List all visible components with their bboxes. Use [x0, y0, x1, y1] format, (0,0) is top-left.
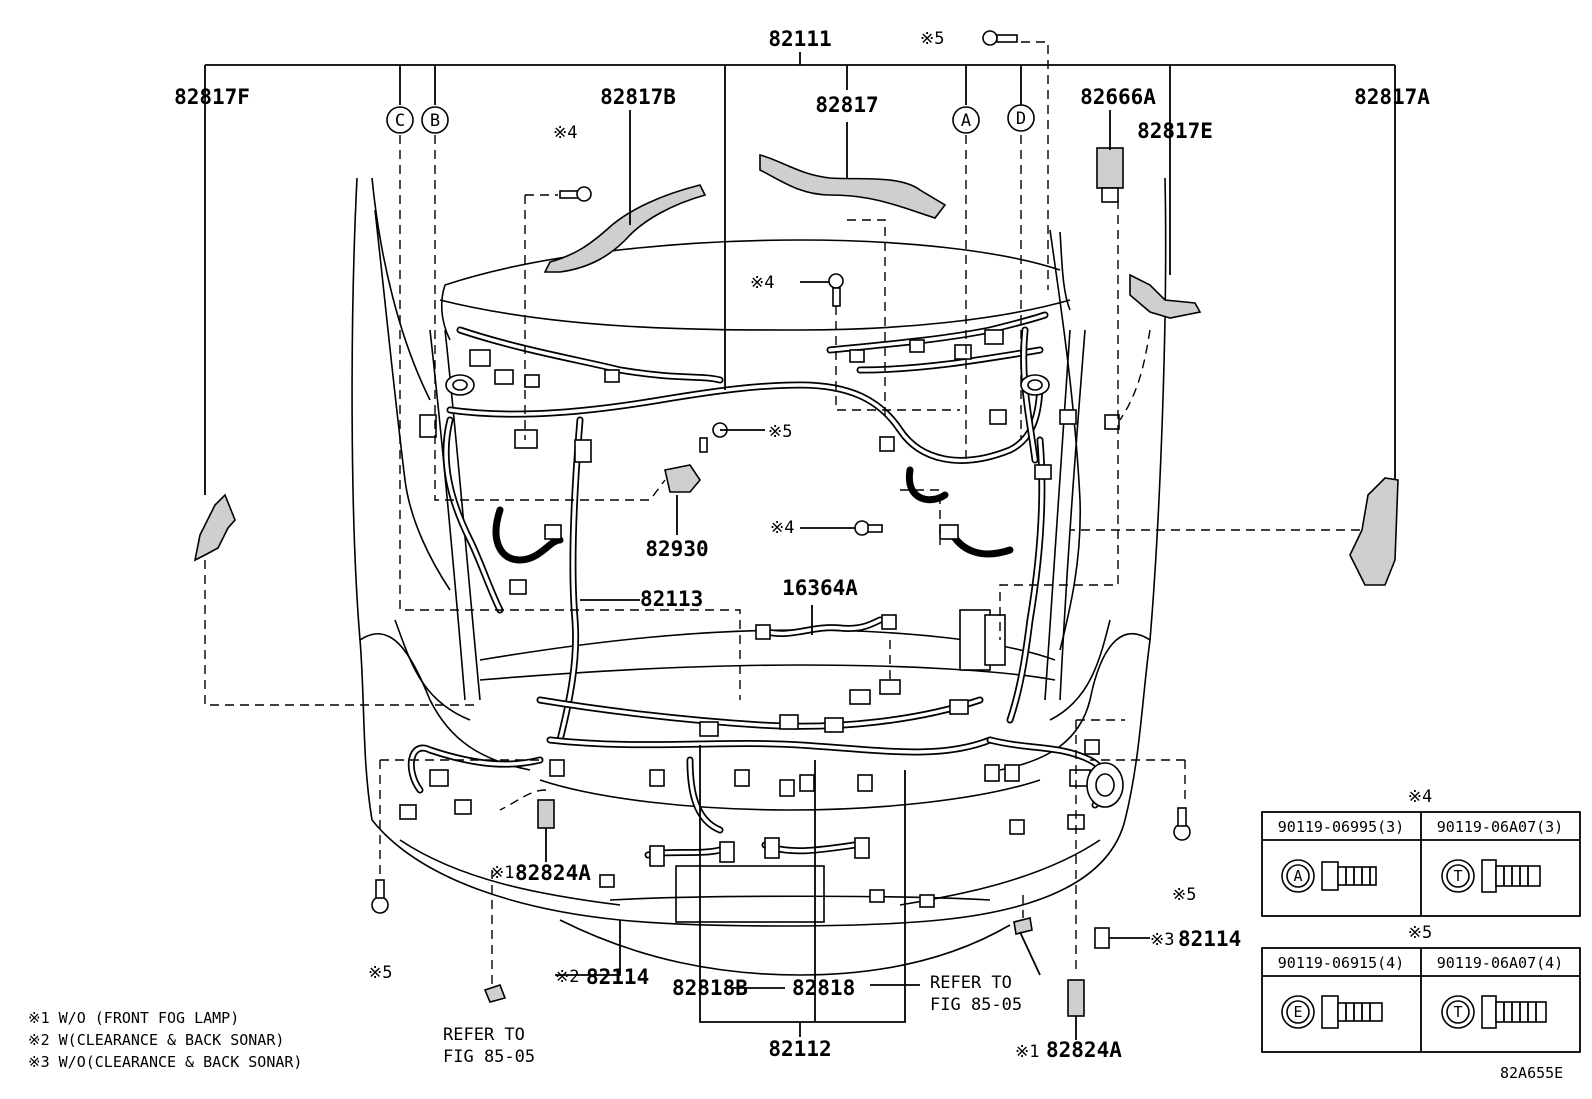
bolt-center-5 — [699, 422, 728, 453]
vehicle-body-outline — [351, 177, 1167, 976]
refer-right-line1: REFER TO — [930, 973, 1012, 993]
label-82817A: 82817A — [1354, 85, 1430, 109]
bolt-lowright-5 — [1173, 807, 1191, 841]
refer-left-line2: FIG 85-05 — [443, 1047, 535, 1067]
circle-C: C — [395, 111, 405, 131]
part-82817E-clamp — [1129, 273, 1202, 319]
bolt-a-icon: A — [1281, 859, 1377, 893]
label-82817F: 82817F — [174, 85, 250, 109]
label-82818B: 82818B — [672, 976, 748, 1000]
svg-text:A: A — [1293, 867, 1302, 885]
mark-4-mid: ※4 — [770, 518, 794, 538]
footnotes: ※1 W/O (FRONT FOG LAMP) ※2 W(CLEARANCE &… — [28, 1009, 302, 1071]
footnote-3: ※3 W/O(CLEARANCE & BACK SONAR) — [28, 1053, 302, 1071]
label-82114-right: 82114 — [1178, 927, 1241, 951]
label-82817E: 82817E — [1137, 119, 1213, 143]
bolt-table-4-header-1: 90119-06995(3) — [1278, 818, 1404, 836]
mark-5-lowleft: ※5 — [368, 963, 392, 983]
mark-2: ※2 — [555, 967, 579, 987]
bolt-e-icon: E — [1281, 995, 1383, 1029]
refer-right-line2: FIG 85-05 — [930, 995, 1022, 1015]
bolt-left-4 — [559, 186, 592, 202]
part-82817B-protector — [543, 184, 707, 273]
bolt-lowleft-5 — [371, 879, 389, 914]
mark-5-center: ※5 — [768, 422, 792, 442]
separate-parts — [193, 147, 1399, 1017]
bolt-table-5: ※5 90119-06915(4) 90119-06A07(4) E T — [1261, 923, 1581, 1053]
label-82930: 82930 — [645, 537, 708, 561]
footnote-2: ※2 W(CLEARANCE & BACK SONAR) — [28, 1031, 284, 1049]
part-82817-protector — [759, 153, 947, 219]
label-82824A-right: 82824A — [1046, 1038, 1122, 1062]
label-82666A: 82666A — [1080, 85, 1156, 109]
part-82824A-right — [1067, 979, 1085, 1017]
circle-D: D — [1016, 109, 1026, 129]
grommets — [445, 374, 1124, 808]
circle-A: A — [961, 111, 971, 131]
part-82930-relay — [664, 464, 701, 493]
bolt-table-5-header-1: 90119-06915(4) — [1278, 954, 1404, 972]
svg-text:E: E — [1293, 1003, 1302, 1021]
label-82113: 82113 — [640, 587, 703, 611]
bolt-mid-4 — [854, 520, 883, 536]
part-82817A-bracket — [1349, 477, 1399, 586]
footnote-1: ※1 W/O (FRONT FOG LAMP) — [28, 1009, 239, 1027]
mark-1-left: ※1 — [490, 863, 514, 883]
diagram-id: 82A655E — [1500, 1064, 1563, 1082]
circled-letters: C B A D — [386, 104, 1035, 134]
part-82114-right — [1094, 927, 1110, 949]
refer-left-line1: REFER TO — [443, 1025, 525, 1045]
label-82817: 82817 — [815, 93, 878, 117]
label-82824A-left: 82824A — [515, 861, 591, 885]
mark-5-lowright: ※5 — [1172, 885, 1196, 905]
bolt-table-5-header-2: 90119-06A07(4) — [1437, 954, 1563, 972]
leader-lines — [204, 41, 1396, 1040]
label-82817B: 82817B — [600, 85, 676, 109]
bolt-t2-icon: T — [1441, 995, 1547, 1029]
mark-4-left: ※4 — [553, 123, 577, 143]
part-82666A-connector — [1096, 147, 1124, 189]
bolts — [371, 30, 1191, 914]
label-16364A: 16364A — [782, 576, 858, 600]
bolt-table-4-title: ※4 — [1408, 787, 1432, 807]
bolt-t-icon: T — [1441, 859, 1541, 893]
part-labels: 82111 82817F 82817B 82817 82666A 82817E … — [174, 27, 1563, 1082]
bolt-center-4 — [828, 273, 844, 307]
reference-marks: ※5 ※4 ※4 ※5 ※4 ※1 ※5 ※2 ※5 ※3 ※1 — [368, 29, 1196, 1062]
mark-4-center: ※4 — [750, 273, 774, 293]
part-clip-right — [1013, 917, 1033, 935]
harness-connectors — [399, 329, 1120, 908]
svg-text:T: T — [1453, 1003, 1462, 1021]
part-82824A-left — [537, 799, 555, 829]
bolt-top-5 — [982, 30, 1018, 46]
part-82114-left-clip — [483, 983, 507, 1003]
bolt-table-5-title: ※5 — [1408, 923, 1432, 943]
label-82112: 82112 — [768, 1037, 831, 1061]
mark-5-top: ※5 — [920, 29, 944, 49]
label-82111: 82111 — [768, 27, 831, 51]
label-82818: 82818 — [792, 976, 855, 1000]
mark-3: ※3 — [1150, 930, 1174, 950]
svg-text:T: T — [1453, 867, 1462, 885]
bolt-table-4-header-2: 90119-06A07(3) — [1437, 818, 1563, 836]
label-82114-left: 82114 — [586, 965, 649, 989]
part-82817F-bracket — [193, 493, 236, 562]
mark-1-right: ※1 — [1015, 1042, 1039, 1062]
circle-B: B — [430, 111, 440, 131]
bolt-table-4: ※4 90119-06995(3) 90119-06A07(3) A T — [1261, 787, 1581, 917]
refer-notes: REFER TO FIG 85-05 REFER TO FIG 85-05 — [443, 973, 1022, 1067]
